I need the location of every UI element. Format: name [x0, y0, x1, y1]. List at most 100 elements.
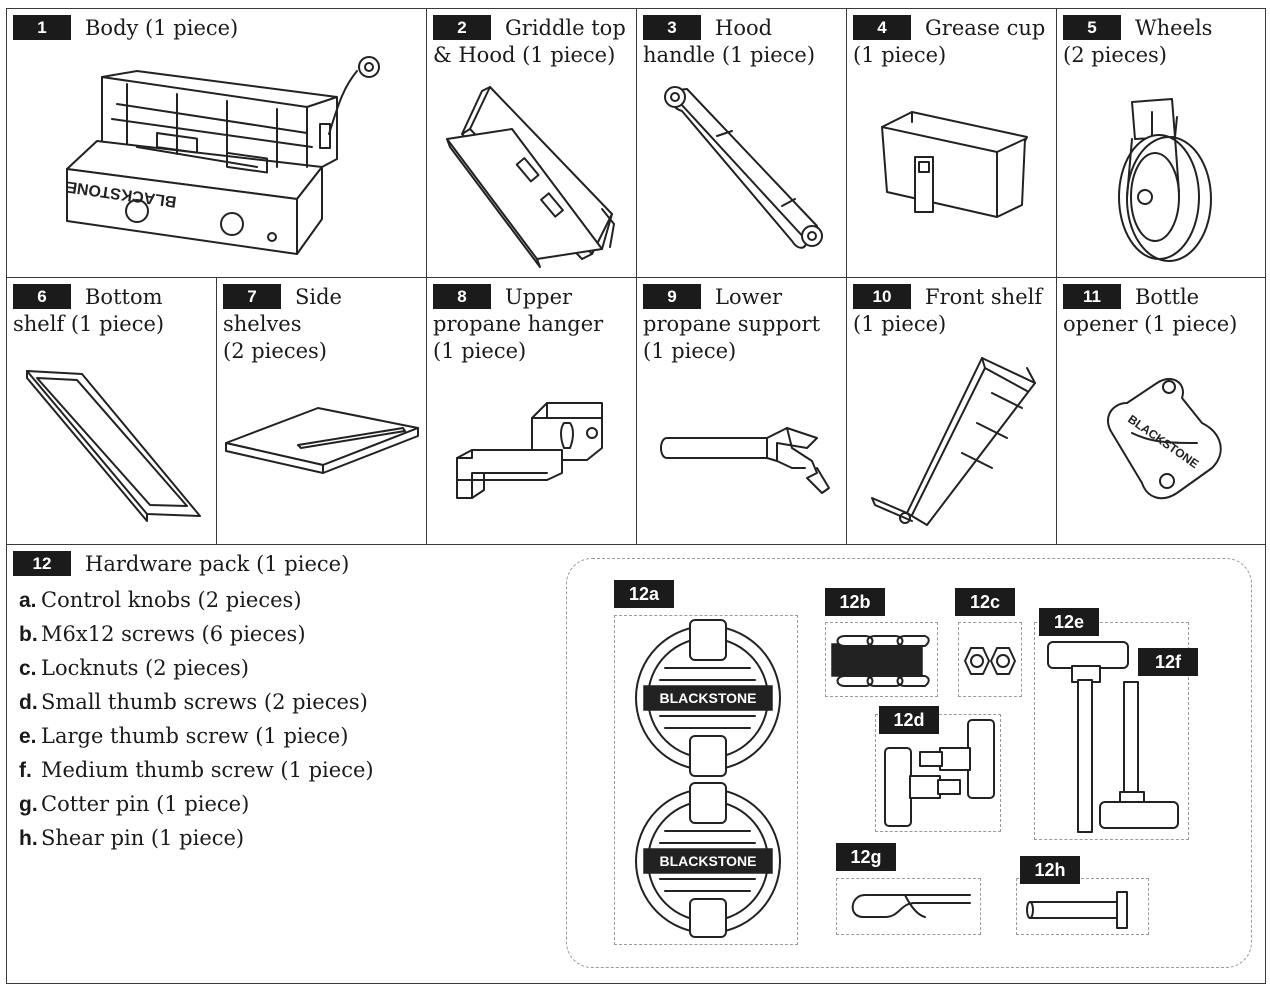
part-quantity: (2 pieces): [1063, 43, 1167, 67]
part-9-cell: 9 Lower propane support (1 piece): [636, 277, 847, 545]
lower-propane-support-illustration: [657, 423, 837, 503]
hardware-12f-label: 12f: [1138, 648, 1198, 676]
part-number-badge: 11: [1063, 284, 1121, 309]
hardware-12b-label: 12b: [825, 588, 885, 616]
part-name: Hood: [715, 16, 773, 40]
part-3-cell: 3 Hood handle (1 piece): [636, 8, 847, 278]
part-quantity: opener (1 piece): [1063, 312, 1238, 336]
item-letter: b.: [19, 623, 38, 646]
part-number-badge: 1: [13, 15, 71, 40]
hardware-12g-box: [836, 878, 981, 935]
part-1-cell: 1 Body (1 piece) BLACKSTONE: [6, 8, 427, 278]
part-name: Hardware pack (1 piece): [85, 552, 350, 576]
part-number-badge: 12: [13, 551, 71, 576]
hood-handle-illustration: [657, 81, 837, 261]
control-knob-icon: [635, 782, 781, 938]
item-letter: f.: [19, 759, 32, 782]
locknuts-illustration: [963, 645, 1019, 677]
hardware-caption: 12 Hardware pack (1 piece): [13, 551, 1261, 578]
part-quantity: (1 piece): [433, 339, 527, 363]
hardware-12b-box: [825, 622, 938, 697]
item-letter: d.: [19, 691, 38, 714]
part-quantity: handle (1 piece): [643, 43, 816, 67]
part-number-badge: 3: [643, 15, 701, 40]
part-number-badge: 10: [853, 284, 911, 309]
item-text: Small thumb screws (2 pieces): [41, 690, 368, 714]
hardware-12c-label: 12c: [955, 588, 1015, 616]
item-letter: c.: [19, 657, 37, 680]
shear-pin-illustration: [1025, 888, 1140, 933]
list-item: b.M6x12 screws (6 pieces): [19, 617, 374, 651]
part-11-caption: 11 Bottle opener (1 piece): [1063, 284, 1261, 338]
part-quantity: propane support: [643, 312, 821, 336]
part-name: Grease cup: [925, 16, 1046, 40]
part-quantity: (1 piece): [853, 312, 947, 336]
upper-propane-hanger-illustration: [452, 398, 622, 508]
part-quantity: (1 piece): [643, 339, 737, 363]
part-number-badge: 6: [13, 284, 71, 309]
bottom-shelf-illustration: [22, 366, 207, 526]
part-quantity: & Hood (1 piece): [433, 43, 616, 67]
part-quantity: (2 pieces): [223, 339, 327, 363]
part-name: Wheels: [1135, 16, 1213, 40]
knob-brand-text: BLACKSTONE: [659, 853, 757, 869]
hardware-12g-label: 12g: [836, 843, 896, 871]
item-letter: h.: [19, 827, 38, 850]
item-text: Control knobs (2 pieces): [41, 588, 302, 612]
small-thumb-screws-illustration: [880, 718, 1000, 828]
list-item: g.Cotter pin (1 piece): [19, 787, 374, 821]
part-quantity: (1 piece): [853, 43, 947, 67]
hardware-12ef-box: [1034, 622, 1189, 840]
part-4-cell: 4 Grease cup (1 piece): [846, 8, 1057, 278]
part-name: Upper: [505, 285, 573, 309]
list-item: c.Locknuts (2 pieces): [19, 651, 374, 685]
part-number-badge: 4: [853, 15, 911, 40]
item-letter: a.: [19, 589, 37, 612]
wheel-illustration: [1107, 97, 1227, 267]
hardware-12d-label: 12d: [879, 706, 939, 734]
screws-illustration: [830, 632, 930, 690]
control-knobs-illustration: BLACKSTONE BLACKSTONE: [630, 618, 785, 940]
list-item: a.Control knobs (2 pieces): [19, 583, 374, 617]
front-shelf-illustration: [867, 353, 1042, 533]
hardware-12a-label: 12a: [614, 580, 674, 608]
part-number-badge: 2: [433, 15, 491, 40]
part-9-caption: 9 Lower propane support (1 piece): [643, 284, 842, 365]
hardware-12h-box: [1016, 878, 1149, 935]
hardware-12e-label: 12e: [1039, 608, 1099, 636]
part-number-badge: 9: [643, 284, 701, 309]
hardware-tray: [566, 558, 1252, 968]
grease-cup-illustration: [877, 107, 1037, 227]
hardware-list: a.Control knobs (2 pieces) b.M6x12 screw…: [19, 583, 374, 855]
part-name: Bottle: [1135, 285, 1200, 309]
cotter-pin-illustration: [845, 885, 975, 927]
part-quantity: shelf (1 piece): [13, 312, 165, 336]
body-illustration: BLACKSTONE: [57, 49, 397, 264]
part-name: Bottom: [85, 285, 163, 309]
item-text: Shear pin (1 piece): [41, 826, 245, 850]
part-10-cell: 10 Front shelf (1 piece): [846, 277, 1057, 545]
part-number-badge: 7: [223, 284, 281, 309]
control-knob-icon: [635, 619, 781, 777]
hardware-12h-label: 12h: [1020, 856, 1080, 884]
side-shelf-illustration: [223, 403, 423, 483]
part-name: Front shelf: [925, 285, 1043, 309]
part-name: Body (1 piece): [85, 16, 239, 40]
list-item: e.Large thumb screw (1 piece): [19, 719, 374, 753]
part-4-caption: 4 Grease cup (1 piece): [853, 15, 1052, 69]
hardware-12a-box: [614, 615, 798, 945]
part-6-cell: 6 Bottom shelf (1 piece): [6, 277, 217, 545]
part-10-caption: 10 Front shelf (1 piece): [853, 284, 1052, 338]
part-name: Lower: [715, 285, 783, 309]
part-quantity: propane hanger: [433, 312, 604, 336]
part-3-caption: 3 Hood handle (1 piece): [643, 15, 842, 69]
item-text: Medium thumb screw (1 piece): [41, 758, 374, 782]
